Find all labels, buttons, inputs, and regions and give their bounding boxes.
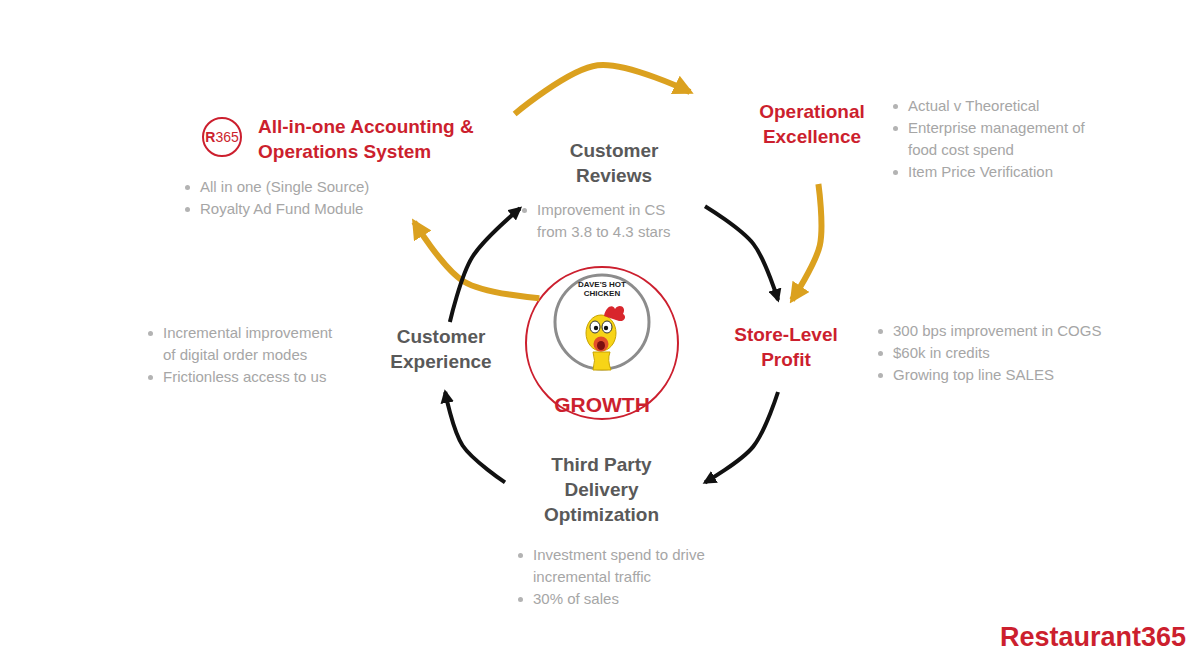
flow-arrow [792,184,821,300]
text-group: Third Party Delivery OptimizationInvestm… [505,452,705,612]
bullet-text: Incremental improvement of digital order… [163,322,338,366]
bullet-dot [878,373,883,378]
bullet-text: $60k in credits [893,342,1118,364]
bullet-text: 30% of sales [533,588,713,610]
bullet-dot [878,329,883,334]
chicken-pupil [604,326,608,330]
bullet-item: Growing top line SALES [878,364,1118,386]
bullet-text: Investment spend to drive incremental tr… [533,544,713,588]
section-heading: Customer Experience [380,324,502,374]
bullet-list: Actual v TheoreticalEnterprise managemen… [893,95,1103,183]
bullet-text: Royalty Ad Fund Module [200,198,505,220]
bullet-dot [518,553,523,558]
center-title: GROWTH [525,392,679,417]
bullet-item: Actual v Theoretical [893,95,1103,117]
chicken-neck [593,352,611,370]
bullet-item: Incremental improvement of digital order… [148,322,338,366]
chicken-eye [590,321,600,333]
chicken-eye [602,321,612,333]
section-heading: Operational Excellence [742,99,882,149]
logo-badge: DAVE'S HOT CHICKEN [552,272,652,372]
bullet-list: Improvement in CS from 3.8 to 4.3 stars [522,199,687,243]
flow-arrow [705,206,778,300]
section-heading: Store-Level Profit [718,322,854,372]
flow-arrow [414,222,539,298]
brand-wordmark: Restaurant365 [1000,621,1200,653]
chicken-comb [604,306,625,321]
bullet-item: Investment spend to drive incremental tr… [518,544,713,588]
bullet-text: Actual v Theoretical [908,95,1103,117]
section-heading: All-in-one Accounting & Operations Syste… [258,114,513,164]
bullet-text: Item Price Verification [908,161,1103,183]
bullet-item: 30% of sales [518,588,713,610]
flow-arrow [445,392,505,482]
bullet-list: Incremental improvement of digital order… [148,322,338,388]
bullet-dot [893,170,898,175]
circle-shape [526,267,678,419]
bullet-dot [185,207,190,212]
logo-text: DAVE'S HOT CHICKEN [566,280,638,298]
text-group: Customer ReviewsImprovement in CS from 3… [520,136,705,244]
section-heading: Third Party Delivery Optimization [539,452,664,527]
bullet-dot [893,126,898,131]
bullet-dot [878,351,883,356]
text-group: Store-Level Profit 300 bps improvement in… [718,300,1118,392]
bullet-item: $60k in credits [878,342,1118,364]
bullet-text: Improvement in CS from 3.8 to 4.3 stars [537,199,687,243]
bullet-item: Royalty Ad Fund Module [185,198,505,220]
chicken-pupil [594,326,598,330]
bullet-text: 300 bps improvement in COGS [893,320,1118,342]
bullet-item: Frictionless access to us [148,366,338,388]
chicken-mouth [597,341,605,350]
bullet-item: Improvement in CS from 3.8 to 4.3 stars [522,199,687,243]
bullet-list: All in one (Single Source)Royalty Ad Fun… [185,176,505,220]
bullet-text: Frictionless access to us [163,366,338,388]
text-group: Customer Experience Incremental improveme… [140,322,502,392]
bullet-item: All in one (Single Source) [185,176,505,198]
bullet-dot [522,208,527,213]
bullet-dot [148,375,153,380]
bullet-item: Item Price Verification [893,161,1103,183]
chicken-beak [594,337,609,352]
circle-shape [555,275,649,369]
bullet-text: All in one (Single Source) [200,176,505,198]
bullet-list: 300 bps improvement in COGS$60k in credi… [878,320,1118,386]
text-group: Operational ExcellenceActual v Theoretic… [690,92,1118,184]
section-heading: Customer Reviews [554,138,674,188]
bullet-item: Enterprise management of food cost spend [893,117,1103,161]
bullet-list: Investment spend to drive incremental tr… [518,544,713,610]
bullet-dot [148,331,153,336]
bullet-dot [185,185,190,190]
bullet-dot [893,104,898,109]
bullet-text: Growing top line SALES [893,364,1118,386]
bullet-text: Enterprise management of food cost spend [908,117,1103,161]
logo-mark: R365 [200,128,244,146]
bullet-dot [518,597,523,602]
flow-arrow [515,65,690,114]
flow-arrow [450,208,520,322]
bullet-item: 300 bps improvement in COGS [878,320,1118,342]
growth-circle: GROWTH DAVE'S HOT CHICKEN [525,266,679,420]
chicken-head [586,315,616,351]
flow-arrow [705,392,778,482]
